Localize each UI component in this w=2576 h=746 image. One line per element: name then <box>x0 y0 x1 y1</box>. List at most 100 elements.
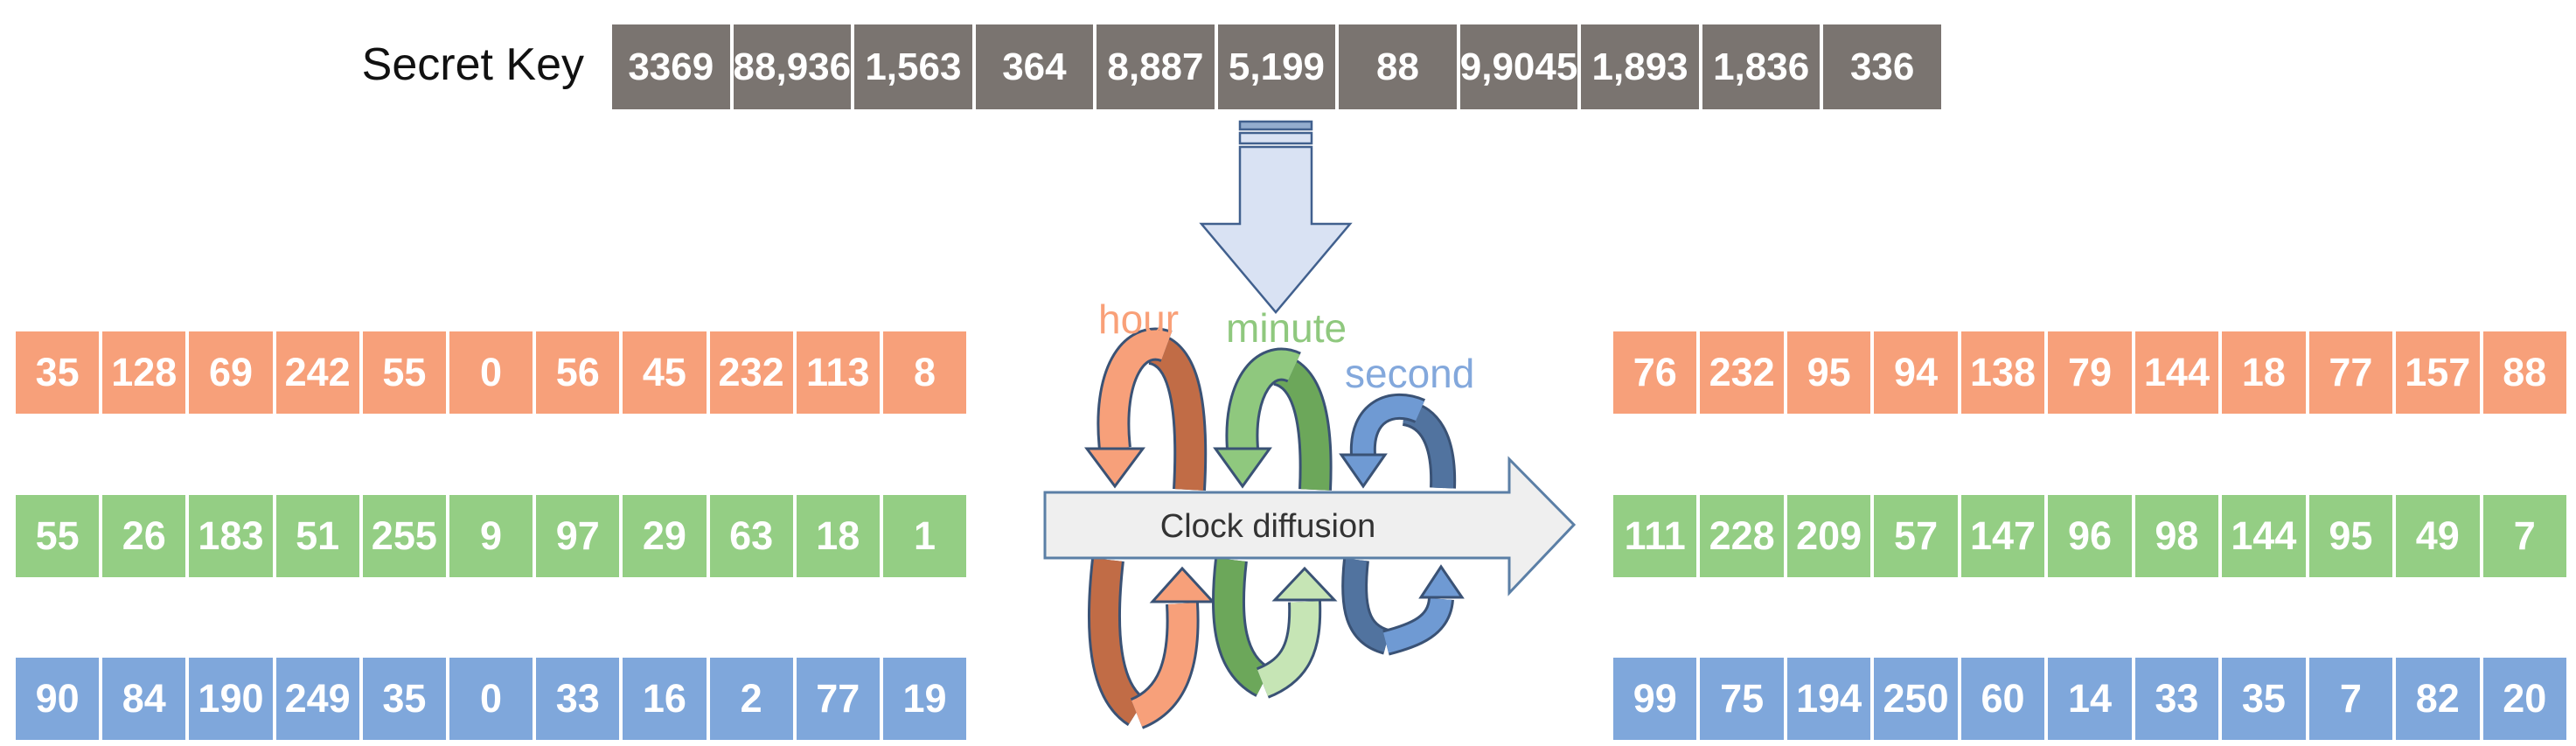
value-cell: 209 <box>1786 495 1871 577</box>
value-cell: 55 <box>362 331 446 414</box>
value-cell: 76 <box>1613 331 1697 414</box>
value-cell: 88 <box>1339 24 1457 109</box>
value-cell: 1,563 <box>854 24 972 109</box>
value-cell: 84 <box>102 658 186 740</box>
arrowhead-down <box>1213 447 1272 489</box>
arrowhead-up <box>1149 566 1216 603</box>
value-cell: 96 <box>2048 495 2132 577</box>
second-rotation-bottom-icon <box>1341 558 1465 656</box>
value-cell: 98 <box>2134 495 2219 577</box>
value-cell: 26 <box>102 495 186 577</box>
value-cell: 113 <box>796 331 880 414</box>
minute-rotation-bottom-icon <box>1211 557 1338 699</box>
value-cell: 364 <box>975 24 1094 109</box>
secret-key-label: Secret Key <box>361 39 584 90</box>
value-cell: 99 <box>1613 658 1697 740</box>
value-cell: 75 <box>1700 658 1784 740</box>
value-cell: 57 <box>1874 495 1958 577</box>
value-cell: 336 <box>1823 24 1941 109</box>
value-cell: 242 <box>275 331 359 414</box>
ribbon-back <box>1344 558 1390 652</box>
value-cell: 19 <box>882 658 967 740</box>
value-cell: 51 <box>275 495 359 577</box>
ribbon-back <box>1147 334 1205 491</box>
ribbon-front <box>1257 601 1319 696</box>
value-cell: 95 <box>2308 495 2393 577</box>
value-cell: 1,836 <box>1702 24 1821 109</box>
value-cell: 147 <box>1960 495 2045 577</box>
value-cell: 8,887 <box>1097 24 1215 109</box>
ribbon-back <box>1402 402 1454 489</box>
second-rotation-top-icon <box>1339 393 1457 489</box>
value-cell: 228 <box>1700 495 1784 577</box>
value-cell: 97 <box>536 495 620 577</box>
value-cell: 232 <box>1700 331 1784 414</box>
value-cell: 7 <box>2308 658 2393 740</box>
value-cell: 18 <box>2222 331 2306 414</box>
value-cell: 29 <box>623 495 707 577</box>
value-cell: 79 <box>2048 331 2132 414</box>
value-cell: 128 <box>102 331 186 414</box>
value-cell: 18 <box>796 495 880 577</box>
down-arrow-body <box>1199 145 1353 314</box>
hour-rotation-top-icon <box>1084 327 1208 492</box>
ribbon-front <box>1099 330 1172 450</box>
value-cell: 82 <box>2396 658 2480 740</box>
value-cell: 88,936 <box>733 24 852 109</box>
clock-diffusion-arrow: Clock diffusion <box>1043 456 1577 596</box>
value-cell: 138 <box>1960 331 2045 414</box>
value-cell: 183 <box>189 495 273 577</box>
minute-label: minute <box>1226 305 1347 351</box>
value-cell: 14 <box>2048 658 2132 740</box>
value-cell: 8 <box>882 331 967 414</box>
value-cell: 33 <box>536 658 620 740</box>
hour-rotation-bottom-icon <box>1087 557 1216 729</box>
value-cell: 157 <box>2396 331 2480 414</box>
value-cell: 2 <box>709 658 793 740</box>
value-cell: 16 <box>623 658 707 740</box>
value-cell: 0 <box>449 658 533 740</box>
second-label: second <box>1345 351 1475 396</box>
value-cell: 250 <box>1874 658 1958 740</box>
value-cell: 3369 <box>612 24 730 109</box>
down-arrow-icon <box>1199 120 1353 314</box>
minute-rotation-top-icon <box>1213 347 1333 491</box>
hour-label: hour <box>1098 296 1180 342</box>
value-cell: 5,199 <box>1217 24 1336 109</box>
value-cell: 9,9045 <box>1459 24 1578 109</box>
value-cell: 1,893 <box>1581 24 1699 109</box>
value-cell: 49 <box>2396 495 2480 577</box>
value-cell: 60 <box>1960 658 2045 740</box>
value-cell: 56 <box>536 331 620 414</box>
value-cell: 69 <box>189 331 273 414</box>
arrowhead-up <box>1418 564 1465 599</box>
value-cell: 194 <box>1786 658 1871 740</box>
value-cell: 190 <box>189 658 273 740</box>
ribbon-front <box>1382 597 1452 653</box>
down-arrow-stripe-2 <box>1238 131 1313 145</box>
ribbon-back <box>1214 558 1271 695</box>
value-cell: 0 <box>449 331 533 414</box>
value-cell: 249 <box>275 658 359 740</box>
value-cell: 111 <box>1613 495 1697 577</box>
process-arrow-shape <box>1043 456 1577 596</box>
value-cell: 35 <box>2222 658 2306 740</box>
value-cell: 33 <box>2134 658 2219 740</box>
value-cell: 63 <box>709 495 793 577</box>
value-cell: 55 <box>16 495 100 577</box>
value-cell: 95 <box>1786 331 1871 414</box>
value-cell: 1 <box>882 495 967 577</box>
down-arrow-stripe-1 <box>1238 120 1313 131</box>
ribbon-front <box>1228 350 1300 450</box>
value-cell: 144 <box>2222 495 2306 577</box>
ribbon-front <box>1352 395 1424 456</box>
